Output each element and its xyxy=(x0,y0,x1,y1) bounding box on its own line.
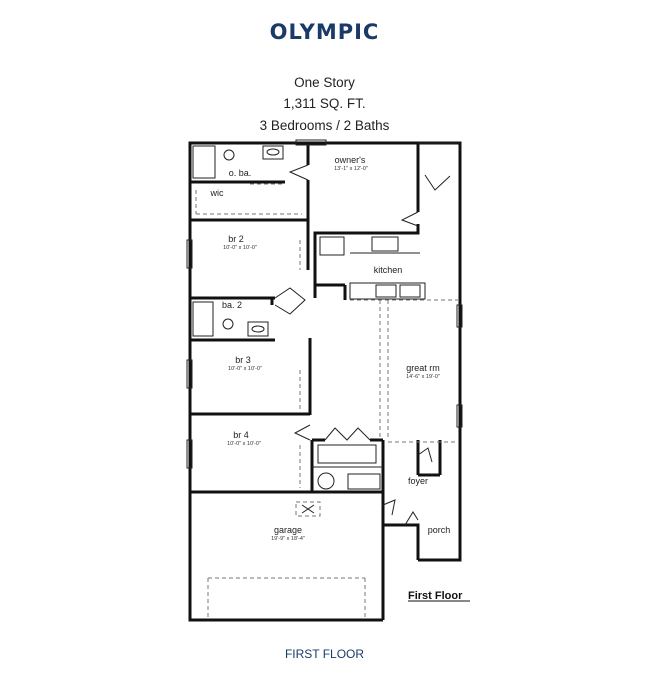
door-swing xyxy=(424,174,451,191)
room-label-porch: porch xyxy=(428,525,451,535)
window-icon xyxy=(186,239,193,269)
footer-caption: FIRST FLOOR xyxy=(284,647,365,661)
door-swing xyxy=(404,511,419,526)
room-label-garage: garage xyxy=(274,525,302,535)
dashed-lines xyxy=(195,183,458,620)
counter-icon xyxy=(349,282,426,300)
door-swing xyxy=(293,424,311,441)
dishwasher-icon xyxy=(399,284,421,298)
window-icon xyxy=(456,304,463,328)
floor-label: First Floor xyxy=(408,590,463,602)
window-icon xyxy=(186,439,193,469)
sink-icon xyxy=(262,145,284,160)
room-dims-br3: 10'-0" x 10'-0" xyxy=(228,366,262,372)
room-label-wic: wic xyxy=(210,188,224,198)
room-dims-great-rm: 14'-6" x 19'-0" xyxy=(406,374,440,380)
fixtures xyxy=(186,139,463,526)
room-label-owners: owner's xyxy=(335,155,366,165)
sink-icon xyxy=(247,321,269,337)
door-swing xyxy=(288,164,309,181)
door-swing xyxy=(382,499,396,516)
area-text: 1,311 SQ. FT. xyxy=(283,96,366,111)
tub-icon xyxy=(192,301,214,337)
walls xyxy=(188,141,462,622)
door-swing xyxy=(324,427,371,441)
toilet-icon xyxy=(223,149,235,161)
fridge-icon xyxy=(319,236,345,256)
range-icon xyxy=(371,236,399,252)
room-label-ba2: ba. 2 xyxy=(222,300,242,310)
room-dims-garage: 19'-9" x 18'-4" xyxy=(271,536,305,542)
room-dims-owners: 13'-1" x 12'-0" xyxy=(334,166,368,172)
tub-icon xyxy=(192,145,216,179)
room-label-great-rm: great rm xyxy=(406,363,440,373)
room-label-br2: br 2 xyxy=(228,234,244,244)
toilet-icon xyxy=(222,318,234,330)
room-label-foyer: foyer xyxy=(408,476,428,486)
shelf-icon xyxy=(317,444,377,464)
door-swing xyxy=(400,211,419,227)
window-icon xyxy=(295,139,327,146)
room-dims-br2: 10'-0" x 10'-0" xyxy=(223,245,257,251)
furnace-icon xyxy=(347,473,381,490)
plan-title: OLYMPIC xyxy=(269,20,380,44)
room-label-br3: br 3 xyxy=(235,355,251,365)
door-swing xyxy=(274,287,306,315)
attic-access-icon xyxy=(295,501,321,517)
window-icon xyxy=(456,404,463,428)
room-label-o-ba: o. ba. xyxy=(229,168,252,178)
room-label-br4: br 4 xyxy=(233,430,249,440)
stories-text: One Story xyxy=(294,75,355,90)
window-icon xyxy=(186,359,193,389)
beds-baths-text: 3 Bedrooms / 2 Baths xyxy=(259,118,390,133)
door-swing xyxy=(417,447,433,463)
sink-icon xyxy=(375,284,397,298)
room-dims-br4: 10'-0" x 10'-0" xyxy=(227,441,261,447)
water-heater-icon xyxy=(317,472,335,490)
room-label-kitchen: kitchen xyxy=(374,265,403,275)
